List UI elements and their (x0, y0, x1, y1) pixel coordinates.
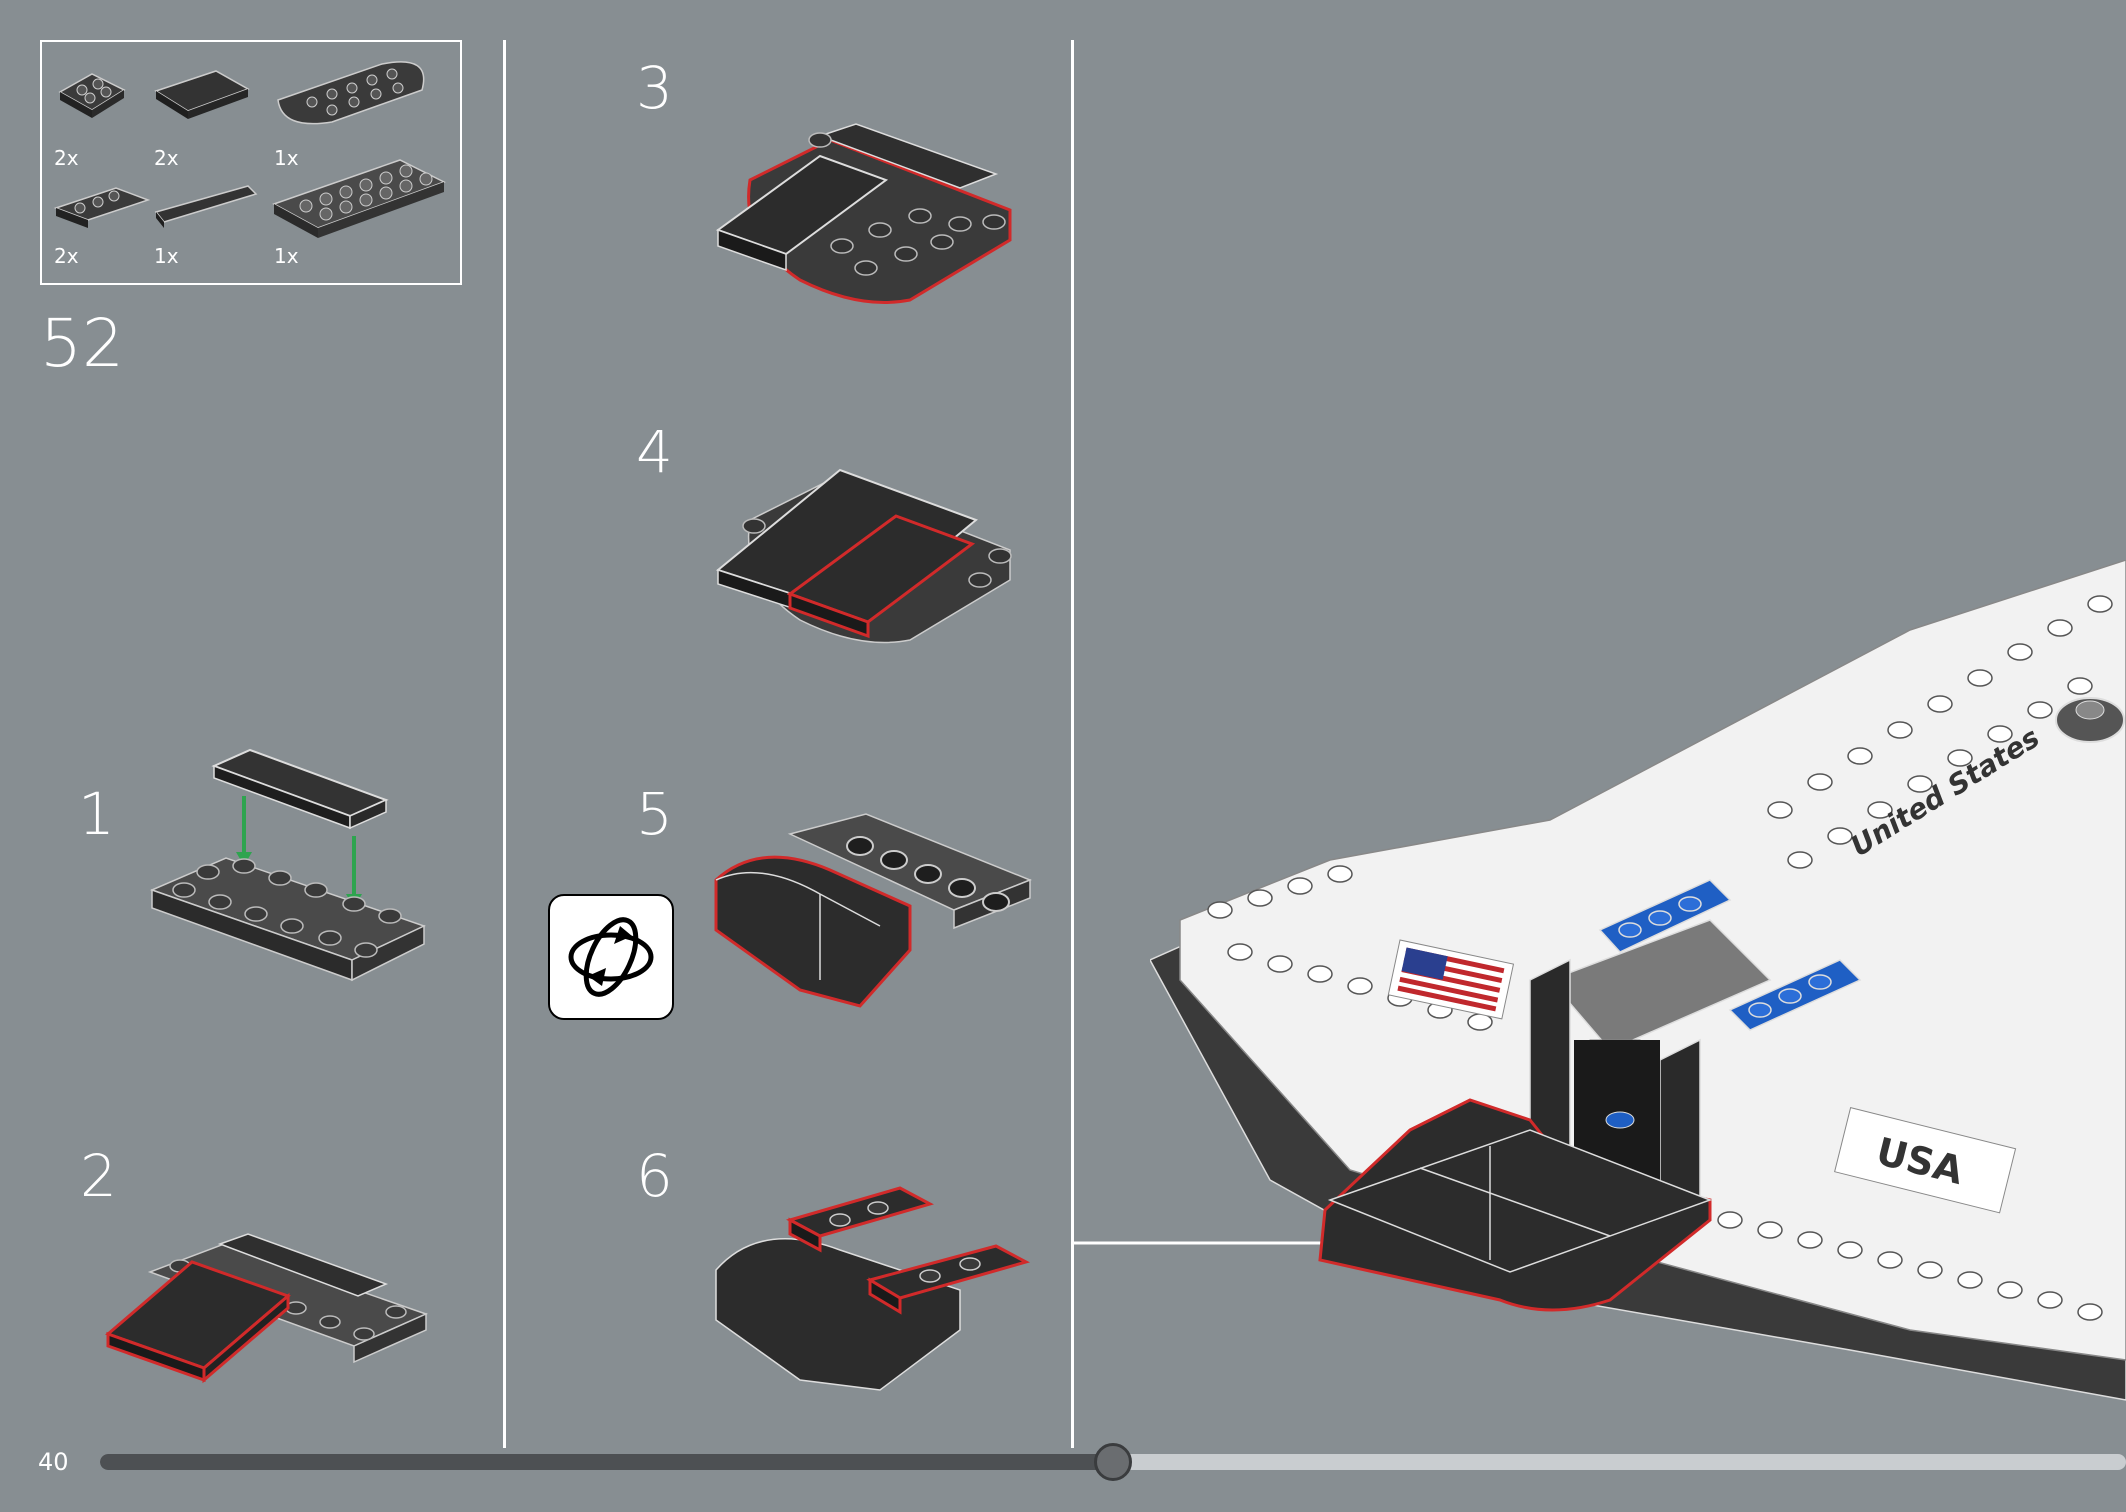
part-qty: 2x (54, 244, 79, 268)
substep-6-illustration (715, 1186, 1030, 1391)
part-wedge-plate-icon (58, 73, 126, 118)
parts-list: 2x 2x 1x 2x 1x 1x (40, 40, 462, 285)
part-tile-long-icon (154, 185, 258, 228)
substep-number: 5 (636, 780, 673, 848)
part-qty: 2x (54, 146, 79, 170)
substep-3-illustration (715, 123, 1012, 304)
part-plate-icon (53, 187, 151, 228)
substep-number: 2 (80, 1142, 117, 1210)
substep-5-illustration (714, 813, 1033, 1008)
substep-1-illustration (149, 748, 426, 982)
substep-number: 4 (636, 418, 673, 486)
rotate-model-icon (548, 894, 674, 1020)
part-qty: 1x (154, 244, 179, 268)
shuttle-model-illustration: USA United States (1150, 560, 2126, 1401)
progress-fill (100, 1454, 1113, 1470)
substep-2-illustration (105, 1233, 429, 1384)
substep-4-illustration (715, 468, 1012, 644)
part-tile-icon (154, 70, 250, 119)
part-wedge-rounded-icon (277, 61, 425, 125)
progress-knob[interactable] (1094, 1443, 1132, 1481)
part-qty: 2x (154, 146, 179, 170)
column-divider (1071, 40, 1074, 1448)
substep-number: 3 (636, 54, 673, 122)
column-divider (503, 40, 506, 1448)
part-qty: 1x (274, 244, 299, 268)
part-qty: 1x (274, 146, 299, 170)
substep-number: 6 (636, 1142, 673, 1210)
step-number: 52 (40, 305, 124, 382)
substep-number: 1 (78, 780, 115, 848)
part-plate-large-icon (272, 159, 446, 238)
page-number: 40 (38, 1448, 69, 1476)
